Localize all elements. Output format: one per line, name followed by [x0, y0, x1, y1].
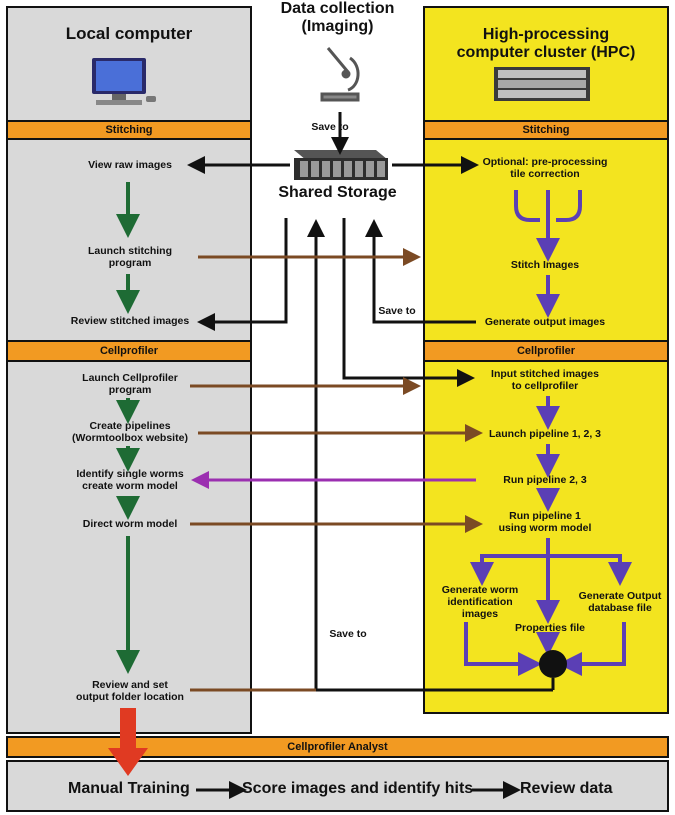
hpc-cellprofiler-bar: Cellprofiler	[423, 340, 669, 362]
database-endpoint-circle	[316, 650, 567, 692]
analyst-panel	[6, 760, 669, 812]
hpc-step-preprocessing: Optional: pre-processing tile correction	[482, 156, 608, 180]
hpc-step-input-stitched: Input stitched images to cellprofiler	[491, 368, 599, 392]
hpc-stitching-bar: Stitching	[423, 120, 669, 140]
black-arrows	[187, 112, 521, 799]
save-to-label-middle: Save to	[378, 305, 416, 317]
local-step-review-stitched: Review stitched images	[70, 315, 190, 327]
local-stitching-bar: Stitching	[6, 120, 252, 140]
local-step-direct-worm-model: Direct worm model	[82, 518, 178, 530]
score-images-label: Score images and identify hits	[242, 780, 474, 797]
local-step-create-pipelines: Create pipelines (Wormtoolbox website)	[72, 420, 188, 444]
hpc-step-worm-id-images: Generate worm identification images	[441, 584, 519, 620]
hpc-step-properties-file: Properties file	[514, 622, 586, 634]
purple-arrows	[464, 190, 632, 676]
local-step-launch-cellprofiler: Launch Cellprofiler program	[82, 372, 178, 396]
local-computer-title: Local computer	[65, 24, 193, 43]
storage-array-icon	[294, 150, 388, 180]
hpc-step-launch-pipeline: Launch pipeline 1, 2, 3	[488, 428, 602, 440]
hpc-step-stitch-images: Stitch Images	[510, 259, 580, 271]
local-step-identify-worms: Identify single worms create worm model	[76, 468, 184, 492]
hpc-title: High-processing computer cluster (HPC)	[456, 26, 636, 61]
desktop-computer-icon	[92, 58, 156, 105]
review-data-label: Review data	[520, 780, 613, 797]
local-step-view-raw: View raw images	[88, 159, 172, 171]
manual-training-label: Manual Training	[68, 780, 190, 797]
save-to-label-bottom: Save to	[329, 628, 367, 640]
hpc-step-output-database: Generate Output database file	[578, 590, 662, 614]
local-step-launch-stitching: Launch stitching program	[88, 245, 172, 269]
red-arrow	[108, 708, 148, 776]
hpc-step-run-pipeline-1: Run pipeline 1 using worm model	[498, 510, 592, 534]
brown-arrows	[190, 248, 483, 692]
microscope-icon	[320, 47, 360, 102]
hpc-step-generate-output: Generate output images	[484, 316, 606, 328]
server-rack-icon	[494, 67, 590, 101]
data-collection-title: Data collection (Imaging)	[280, 0, 395, 35]
local-cellprofiler-bar: Cellprofiler	[6, 340, 252, 362]
cellprofiler-analyst-bar: Cellprofiler Analyst	[6, 736, 669, 758]
local-step-review-output: Review and set output folder location	[76, 679, 184, 703]
shared-storage-label: Shared Storage	[278, 184, 397, 201]
